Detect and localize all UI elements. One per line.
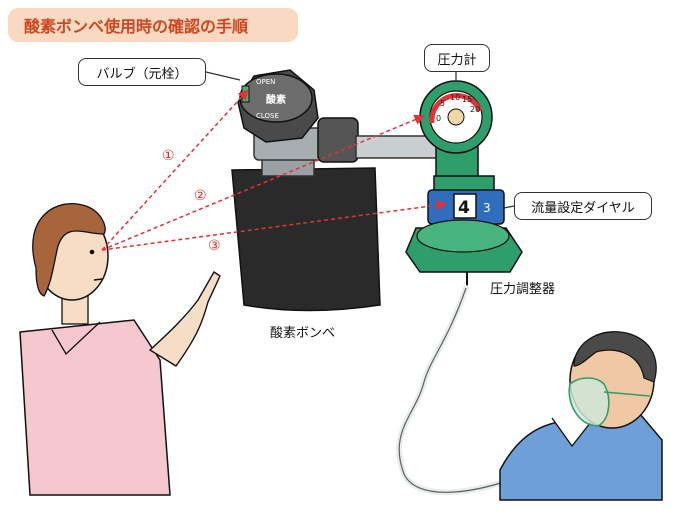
valve-knob: 酸素 OPEN CLOSE xyxy=(237,69,325,161)
nurse-figure xyxy=(19,202,221,496)
valve-label: バルブ（元栓） xyxy=(78,58,206,86)
gauge-tick-5: 5 xyxy=(440,99,445,108)
step-3: ③ xyxy=(208,238,221,254)
valve-close-mark: CLOSE xyxy=(256,112,279,120)
page-title: 酸素ボンベ使用時の確認の手順 xyxy=(8,8,298,42)
dial-number-4: 4 xyxy=(458,198,470,218)
dial-label: 流量設定ダイヤル xyxy=(514,192,652,220)
pressure-regulator: 4 3 xyxy=(405,175,523,288)
connector-pipe xyxy=(317,117,439,163)
step-1: ① xyxy=(162,148,175,164)
arrow-to-gauge xyxy=(101,114,425,251)
dial-number-3: 3 xyxy=(483,201,491,215)
cylinder-label: 酸素ボンベ xyxy=(270,326,336,341)
pressure-gauge: 0 5 10 15 20 xyxy=(419,80,493,189)
gauge-tick-20: 20 xyxy=(470,105,480,114)
gauge-tick-0: 0 xyxy=(436,114,441,123)
arrow-to-dial xyxy=(101,200,448,251)
gauge-tick-15: 15 xyxy=(462,95,472,104)
arrow-to-valve xyxy=(101,89,249,251)
sight-arrows xyxy=(101,89,448,251)
valve-oxygen-text: 酸素 xyxy=(266,93,286,106)
gauge-tick-10: 10 xyxy=(450,93,460,102)
valve-open-mark: OPEN xyxy=(256,78,275,86)
patient-figure xyxy=(499,331,663,501)
step-2: ② xyxy=(194,188,207,204)
oxygen-cylinder xyxy=(231,149,381,312)
gauge-label: 圧力計 xyxy=(424,44,490,72)
regulator-label: 圧力調整器 xyxy=(490,282,556,297)
